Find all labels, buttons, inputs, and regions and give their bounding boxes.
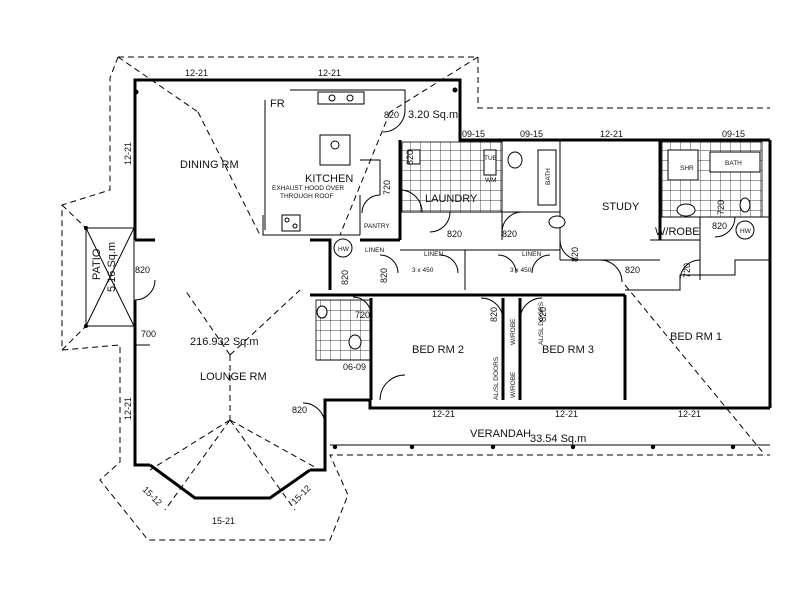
linen-b-size: 3 x 450: [510, 267, 532, 274]
walls: [133, 78, 772, 500]
dim-left-b: 12-21: [123, 397, 133, 420]
door-bed3: 820: [538, 307, 548, 322]
room-bed1: BED RM 1: [670, 331, 722, 343]
wm-label: WM: [485, 177, 497, 184]
room-bed2: BED RM 2: [412, 344, 464, 356]
hw-unit-right: [735, 220, 755, 240]
door-pantry: 720: [382, 180, 392, 195]
dim-wall-0609: 06-09: [343, 362, 366, 372]
linen-a-size: 3 x 450: [412, 267, 434, 274]
area-verandah: 33.54 Sq.m: [530, 433, 586, 445]
door-laundry-2: 820: [447, 229, 462, 239]
door-bedroom-left: 820: [379, 268, 389, 283]
dim-row-a: 09-15: [462, 129, 485, 139]
bath-label-a: BATH: [545, 168, 552, 185]
linen-a: LINEN: [365, 247, 384, 254]
shr-label: SHR: [680, 165, 694, 172]
kitchen-island: [319, 134, 351, 166]
area-labels: 216.932 Sq.m 33.54 Sq.m 5.16 Sq.m 3.20 S…: [106, 109, 586, 445]
door-bed2: 820: [489, 307, 499, 322]
dimension-labels: 12-21 12-21 12-21 12-21 09-15 09-15 12-2…: [123, 68, 745, 526]
room-pantry: PANTRY: [364, 223, 390, 230]
dim-bottom-a: 12-21: [432, 409, 455, 419]
door-bath2: 720: [355, 310, 370, 320]
roof-outline: [61, 56, 770, 541]
area-patio: 5.16 Sq.m: [106, 242, 118, 292]
dim-row-d: 09-15: [722, 129, 745, 139]
dim-row-c: 12-21: [600, 129, 623, 139]
hw-b: HW: [740, 228, 752, 235]
door-swings: [134, 109, 736, 426]
room-laundry: LAUNDRY: [425, 193, 478, 205]
hw-unit-left: [333, 238, 353, 258]
room-labels: DINING RM FR KITCHEN EXHAUST HOOD OVER T…: [91, 98, 752, 440]
dim-bay-right: 15-12: [289, 483, 312, 506]
tub-label: TUB: [484, 155, 497, 162]
patio: [84, 226, 135, 328]
room-wrobe-b: W/ROBE: [510, 371, 517, 398]
area-porch: 3.20 Sq.m: [408, 109, 458, 121]
bath-tub-left: [537, 149, 557, 206]
bath-label-b: BATH: [725, 160, 742, 167]
bath-tub-right: [709, 151, 761, 173]
al-doors-b: AL/SL DOORS: [493, 356, 500, 400]
linen-c: LINEN: [522, 251, 541, 258]
door-linen-1: 820: [502, 229, 517, 239]
room-bed3: BED RM 3: [542, 344, 594, 356]
door-hw: 820: [340, 270, 350, 285]
dim-bay-bottom: 15-21: [212, 516, 235, 526]
door-ens-2: 820: [712, 221, 727, 231]
fixtures: [133, 87, 761, 350]
dim-top-b: 12-21: [318, 68, 341, 78]
door-study-2: 820: [625, 265, 640, 275]
room-verandah: VERANDAH: [470, 428, 531, 440]
hw-a: HW: [338, 246, 350, 253]
room-kitchen: KITCHEN: [305, 173, 353, 185]
room-wrobe-a: W/ROBE: [510, 318, 517, 345]
door-laundry-1: 820: [405, 150, 415, 165]
area-main: 216.932 Sq.m: [190, 336, 259, 348]
room-wrobe-master: W/ROBE: [655, 226, 700, 238]
door-ens: 720: [716, 200, 726, 215]
al-doors-a: AL/SL DOORS: [538, 301, 545, 345]
door-patio: 820: [135, 265, 150, 275]
dim-left-a: 12-21: [123, 142, 133, 165]
door-lounge-b: 820: [292, 405, 307, 415]
dim-top-a: 12-21: [185, 68, 208, 78]
cooktop: [281, 214, 301, 232]
dim-bottom-b: 12-21: [555, 409, 578, 419]
dim-bottom-c: 12-21: [678, 409, 701, 419]
room-dining: DINING RM: [180, 159, 239, 171]
dim-bay-left: 15-12: [141, 484, 164, 507]
kitchen-sink: [317, 91, 365, 105]
linen-b: LINEN: [424, 251, 443, 258]
exhaust-note-line2: THROUGH ROOF: [280, 193, 333, 200]
room-study: STUDY: [602, 201, 640, 213]
room-lounge: LOUNGE RM: [200, 371, 267, 383]
door-wrobe: 720: [682, 263, 692, 278]
room-patio: PATIO: [91, 248, 103, 280]
room-fr: FR: [270, 98, 285, 110]
door-kitchen: 820: [384, 110, 399, 120]
door-lounge-a: 700: [141, 329, 156, 339]
door-study: 820: [570, 247, 580, 262]
dim-row-b: 09-15: [520, 129, 543, 139]
verandah-posts: [330, 444, 770, 450]
exhaust-note-line1: EXHAUST HOOD OVER: [272, 185, 344, 192]
